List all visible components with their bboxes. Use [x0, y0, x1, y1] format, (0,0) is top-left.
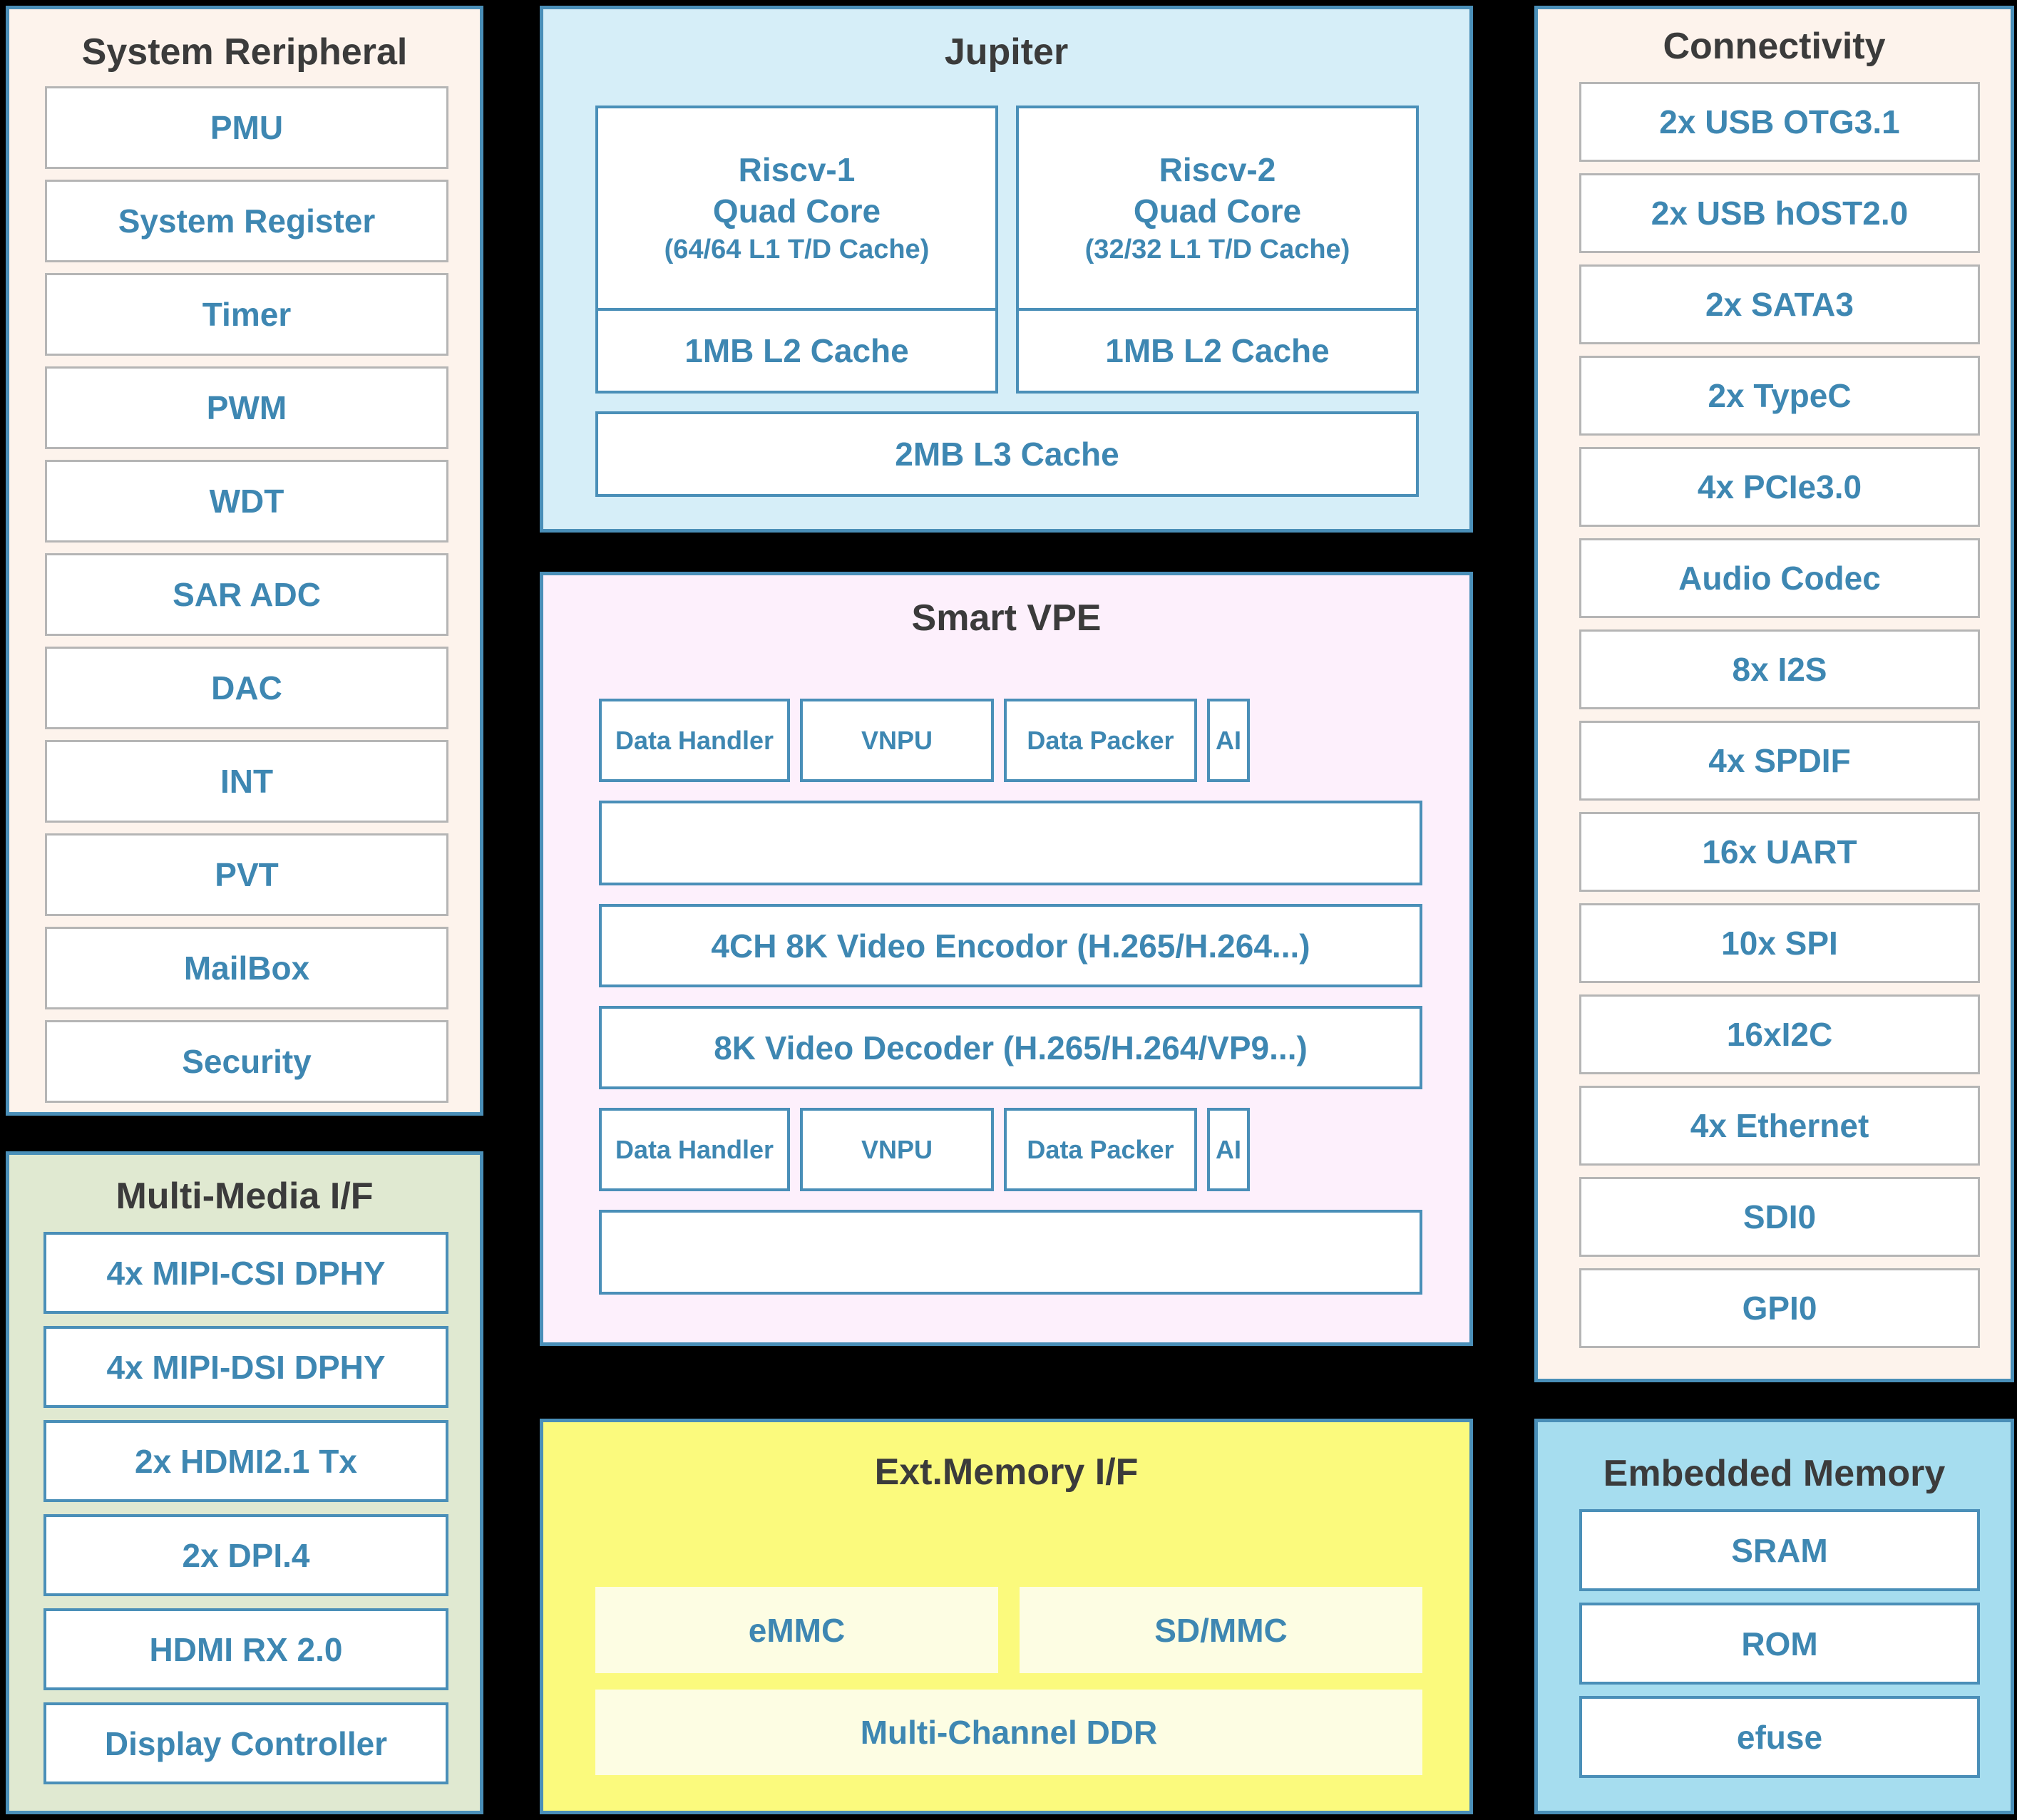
- block-wdt: WDT: [45, 460, 448, 543]
- block-sata3: 2x SATA3: [1579, 264, 1980, 344]
- block-security: Security: [45, 1020, 448, 1103]
- riscv-1-cores: Quad Core: [712, 192, 881, 230]
- block-pmu: PMU: [45, 86, 448, 169]
- vpe-pipeline-bottom: Data Handler VNPU Data Packer AI: [599, 1108, 1422, 1191]
- multimedia-items: 4x MIPI-CSI DPHY 4x MIPI-DSI DPHY 2x HDM…: [43, 1232, 448, 1784]
- block-sar-adc: SAR ADC: [45, 553, 448, 636]
- block-vnpu-bottom: VNPU: [800, 1108, 994, 1191]
- riscv-2-cluster: Riscv-2 Quad Core (32/32 L1 T/D Cache) 1…: [1016, 106, 1419, 394]
- block-data-packer-bottom: Data Packer: [1004, 1108, 1197, 1191]
- block-mailbox: MailBox: [45, 927, 448, 1009]
- block-spdif: 4x SPDIF: [1579, 721, 1980, 801]
- block-dac: DAC: [45, 647, 448, 729]
- block-pcie3: 4x PCIe3.0: [1579, 447, 1980, 527]
- block-riscv-2-l2-cache: 1MB L2 Cache: [1016, 308, 1419, 394]
- block-data-handler-bottom: Data Handler: [599, 1108, 790, 1191]
- block-hdmi-rx: HDMI RX 2.0: [43, 1608, 448, 1690]
- block-mipi-dsi-dphy: 4x MIPI-DSI DPHY: [43, 1326, 448, 1408]
- block-usb-host: 2x USB hOST2.0: [1579, 173, 1980, 253]
- vpe-pipeline-top: Data Handler VNPU Data Packer AI: [599, 699, 1422, 782]
- block-system-register: System Register: [45, 180, 448, 262]
- block-int: INT: [45, 740, 448, 823]
- block-efuse: efuse: [1579, 1696, 1980, 1778]
- block-ai-bottom: AI: [1207, 1108, 1250, 1191]
- panel-embedded-memory: Embedded Memory SRAM ROM efuse: [1534, 1419, 2014, 1814]
- block-i2c: 16xI2C: [1579, 994, 1980, 1074]
- panel-jupiter-cpu: Jupiter Riscv-1 Quad Core (64/64 L1 T/D …: [540, 6, 1473, 533]
- block-sram: SRAM: [1579, 1509, 1980, 1591]
- block-spi: 10x SPI: [1579, 903, 1980, 983]
- system-peripheral-title: System Reripheral: [81, 31, 408, 73]
- ext-memory-row: eMMC SD/MMC: [595, 1587, 1422, 1673]
- panel-smart-vpe: Smart VPE Data Handler VNPU Data Packer …: [540, 572, 1473, 1346]
- block-uart: 16x UART: [1579, 812, 1980, 892]
- riscv-1-name: Riscv-1: [738, 151, 856, 188]
- block-typec: 2x TypeC: [1579, 356, 1980, 436]
- vpe-empty-bus-top: [599, 801, 1422, 885]
- smart-vpe-title: Smart VPE: [911, 597, 1102, 639]
- embedded-memory-items: SRAM ROM efuse: [1579, 1509, 1980, 1778]
- block-hdmi-tx: 2x HDMI2.1 Tx: [43, 1420, 448, 1502]
- block-pwm: PWM: [45, 366, 448, 449]
- block-timer: Timer: [45, 273, 448, 356]
- block-audio-codec: Audio Codec: [1579, 538, 1980, 618]
- vpe-empty-bus-bottom: [599, 1210, 1422, 1295]
- block-riscv-1-core: Riscv-1 Quad Core (64/64 L1 T/D Cache): [595, 106, 998, 311]
- block-vnpu-top: VNPU: [800, 699, 994, 782]
- block-rom: ROM: [1579, 1603, 1980, 1685]
- block-emmc: eMMC: [595, 1587, 998, 1673]
- block-data-packer-top: Data Packer: [1004, 699, 1197, 782]
- block-riscv-1-l2-cache: 1MB L2 Cache: [595, 308, 998, 394]
- block-multi-channel-ddr: Multi-Channel DDR: [595, 1690, 1422, 1775]
- block-display-controller: Display Controller: [43, 1702, 448, 1784]
- riscv-1-l1-cache: (64/64 L1 T/D Cache): [664, 235, 930, 264]
- jupiter-clusters: Riscv-1 Quad Core (64/64 L1 T/D Cache) 1…: [595, 106, 1419, 394]
- block-video-decoder: 8K Video Decoder (H.265/H.264/VP9...): [599, 1006, 1422, 1089]
- multimedia-title: Multi-Media I/F: [116, 1176, 374, 1217]
- block-video-encoder: 4CH 8K Video Encodor (H.265/H.264...): [599, 904, 1422, 987]
- panel-ext-memory-if: Ext.Memory I/F eMMC SD/MMC Multi-Channel…: [540, 1419, 1473, 1814]
- embedded-memory-title: Embedded Memory: [1603, 1453, 1946, 1494]
- block-riscv-2-core: Riscv-2 Quad Core (32/32 L1 T/D Cache): [1016, 106, 1419, 311]
- block-usb-otg: 2x USB OTG3.1: [1579, 82, 1980, 162]
- block-pvt: PVT: [45, 833, 448, 916]
- jupiter-title: Jupiter: [944, 31, 1069, 73]
- system-peripheral-items: PMU System Register Timer PWM WDT SAR AD…: [45, 86, 448, 1103]
- block-ai-top: AI: [1207, 699, 1250, 782]
- riscv-2-name: Riscv-2: [1159, 151, 1276, 188]
- block-i2s: 8x I2S: [1579, 629, 1980, 709]
- riscv-1-cluster: Riscv-1 Quad Core (64/64 L1 T/D Cache) 1…: [595, 106, 998, 394]
- panel-multimedia-if: Multi-Media I/F 4x MIPI-CSI DPHY 4x MIPI…: [6, 1151, 483, 1814]
- connectivity-title: Connectivity: [1663, 26, 1886, 67]
- block-sd-mmc: SD/MMC: [1020, 1587, 1422, 1673]
- block-data-handler-top: Data Handler: [599, 699, 790, 782]
- block-gpio: GPI0: [1579, 1268, 1980, 1348]
- block-ethernet: 4x Ethernet: [1579, 1086, 1980, 1166]
- panel-system-peripheral: System Reripheral PMU System Register Ti…: [6, 6, 483, 1116]
- riscv-2-cores: Quad Core: [1133, 192, 1302, 230]
- block-mipi-csi-dphy: 4x MIPI-CSI DPHY: [43, 1232, 448, 1314]
- connectivity-items: 2x USB OTG3.1 2x USB hOST2.0 2x SATA3 2x…: [1579, 82, 1980, 1348]
- panel-connectivity: Connectivity 2x USB OTG3.1 2x USB hOST2.…: [1534, 6, 2014, 1382]
- block-dpi4: 2x DPI.4: [43, 1514, 448, 1596]
- riscv-2-l1-cache: (32/32 L1 T/D Cache): [1084, 235, 1350, 264]
- ext-memory-title: Ext.Memory I/F: [874, 1451, 1139, 1493]
- block-sdio: SDI0: [1579, 1177, 1980, 1257]
- block-l3-cache: 2MB L3 Cache: [595, 411, 1419, 497]
